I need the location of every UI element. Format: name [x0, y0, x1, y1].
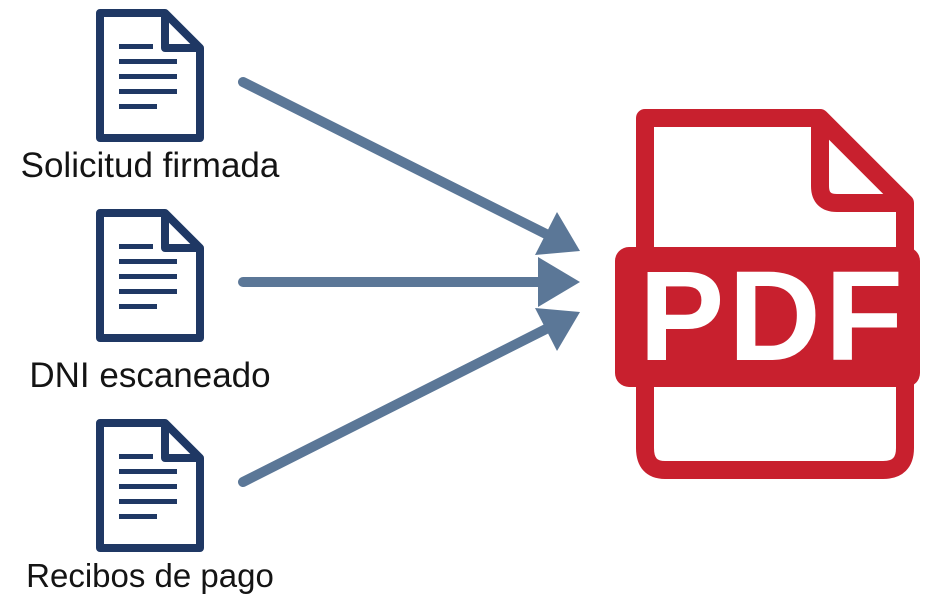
arrow-2 [238, 257, 580, 307]
document-icon [96, 209, 204, 342]
pdf-label: PDF [639, 245, 907, 388]
document-label: DNI escaneado [29, 356, 271, 395]
document-icon [96, 419, 204, 552]
pdf-file-icon [615, 109, 920, 479]
document-label: Recibos de pago [26, 557, 274, 594]
arrow-3 [238, 308, 580, 487]
document-label: Solicitud firmada [20, 146, 280, 185]
arrow-1 [238, 77, 580, 255]
document-icon [96, 9, 204, 142]
